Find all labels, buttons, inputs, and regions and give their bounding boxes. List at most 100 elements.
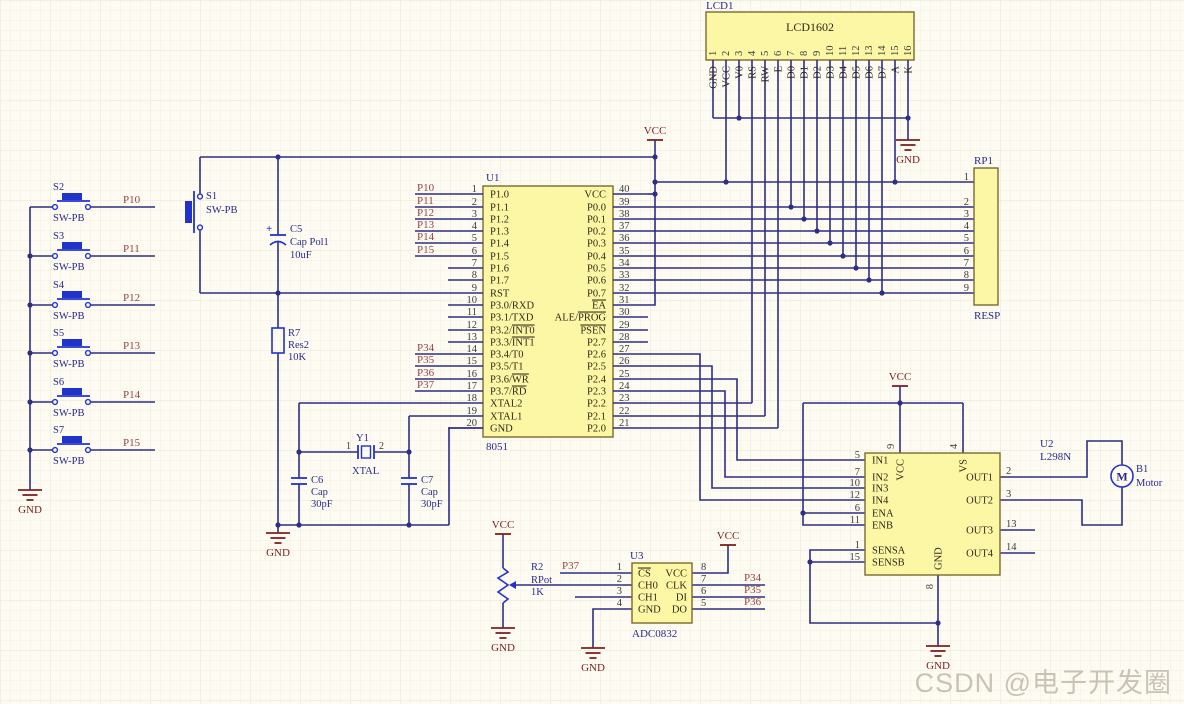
switch-contact[interactable] (51, 446, 59, 454)
resistor-body[interactable] (271, 327, 285, 354)
u2-pin-number: 2 (1006, 466, 1011, 477)
wire[interactable] (809, 549, 938, 624)
junction-dot (905, 115, 911, 121)
lcd-pin-number: 16 (903, 46, 914, 57)
u1-pin-name: P1.0 (490, 190, 509, 201)
wire[interactable] (648, 378, 865, 461)
lcd-pin-number: 10 (825, 46, 836, 57)
switch-contact[interactable] (196, 193, 204, 200)
rp1-pin-number: 4 (964, 221, 970, 232)
switch-button[interactable] (62, 339, 82, 346)
rp1-value: RESP (974, 310, 1000, 322)
lcd-pin-name: K (904, 66, 915, 74)
u2-pin-name: IN3 (872, 484, 888, 495)
u2-body[interactable] (864, 452, 1001, 576)
wire[interactable] (592, 608, 632, 648)
wire[interactable] (648, 390, 865, 478)
switch-contact[interactable] (84, 446, 92, 454)
lcd-pin-number: 9 (812, 51, 823, 56)
rp1-body[interactable] (973, 167, 999, 306)
switch-button[interactable] (185, 201, 192, 223)
switch-contact[interactable] (84, 398, 92, 406)
u1-pin-number: 30 (619, 307, 630, 318)
u1-pin-name: P1.1 (490, 203, 509, 214)
wire[interactable] (802, 403, 865, 526)
u1-pin-number: 25 (619, 369, 630, 380)
u1-body[interactable] (482, 185, 614, 438)
u1-pin-name: P3.5/T1 (490, 362, 524, 373)
b1-designator: B1 (1136, 464, 1148, 475)
u3-pin-number: 4 (617, 598, 623, 609)
u1-pin-number: 15 (467, 356, 478, 367)
switch-contact[interactable] (51, 203, 59, 211)
junction-dot (788, 204, 794, 210)
switch-designator: S4 (53, 280, 65, 291)
rp1-designator: RP1 (974, 155, 993, 167)
switch-contact[interactable] (51, 252, 59, 260)
potentiometer-body[interactable] (496, 567, 510, 604)
lcd-pin-number: 5 (760, 51, 771, 56)
wire[interactable] (1000, 440, 1123, 478)
u1-pin-name: P0.3 (587, 239, 606, 250)
c7-designator: C7 (421, 475, 433, 486)
net-label: P12 (417, 207, 434, 219)
u1-pin-number: 40 (619, 184, 630, 195)
gnd-symbol-label: GND (581, 662, 605, 674)
lcd-body[interactable] (705, 11, 915, 61)
switch-button[interactable] (62, 242, 82, 249)
switch-contact[interactable] (51, 398, 59, 406)
u1-pin-number: 8 (472, 270, 477, 281)
u1-pin-number: 32 (619, 283, 630, 294)
cap-plus-sign: + (266, 223, 272, 235)
wire[interactable] (1000, 487, 1123, 526)
switch-designator: S7 (53, 425, 64, 436)
lcd-pin-number: 11 (838, 46, 849, 56)
switch-contact[interactable] (84, 252, 92, 260)
u1-pin-number: 27 (619, 344, 630, 355)
u1-pin-name: P2.7 (587, 338, 606, 349)
switch-contact[interactable] (84, 301, 92, 309)
switch-contact[interactable] (51, 349, 59, 357)
switch-button[interactable] (62, 193, 82, 200)
u2-value: L298N (1040, 451, 1071, 463)
c7-value2: 30pF (421, 499, 443, 510)
u2-pin-name: VS (959, 459, 970, 473)
switch-button[interactable] (62, 291, 82, 298)
rp1-pin-number: 3 (964, 209, 969, 220)
junction-dot (275, 154, 281, 160)
switch-button[interactable] (62, 436, 82, 443)
net-label: P14 (417, 231, 435, 243)
u1-pin-name: P2.5 (587, 362, 606, 373)
lcd-pin-name: V0 (735, 66, 746, 79)
net-label: P15 (417, 244, 435, 256)
u3-pin-number: 6 (701, 586, 706, 597)
junction-dot (807, 559, 813, 565)
u1-pin-number: 1 (472, 184, 477, 195)
motor-body[interactable] (1110, 464, 1134, 488)
u1-pin-number: 3 (472, 209, 477, 220)
switch-button[interactable] (62, 388, 82, 395)
switch-contact[interactable] (84, 203, 92, 211)
u1-pin-name: P1.5 (490, 252, 509, 263)
net-label: P12 (123, 292, 140, 304)
net-label: P10 (417, 182, 435, 194)
u3-pin-name: CLK (666, 581, 687, 592)
u2-pin-number: 8 (925, 584, 936, 589)
u3-body[interactable] (631, 562, 693, 624)
cap-plate-curved[interactable] (269, 240, 287, 246)
switch-contact[interactable] (51, 301, 59, 309)
r7-value: Res2 (288, 340, 309, 351)
crystal-body[interactable] (360, 445, 372, 459)
junction-dot (27, 350, 33, 356)
switch-contact[interactable] (84, 349, 92, 357)
wire[interactable] (692, 545, 729, 574)
wire[interactable] (648, 353, 865, 501)
u1-pin-number: 31 (619, 295, 630, 306)
u1-pin-name: XTAL2 (490, 399, 522, 410)
wire[interactable] (648, 365, 865, 489)
lcd-pin-name: E (774, 66, 785, 72)
junction-dot (723, 179, 729, 185)
gnd-symbol-label: GND (266, 547, 290, 559)
switch-contact[interactable] (196, 224, 204, 231)
net-label: P35 (744, 584, 762, 596)
